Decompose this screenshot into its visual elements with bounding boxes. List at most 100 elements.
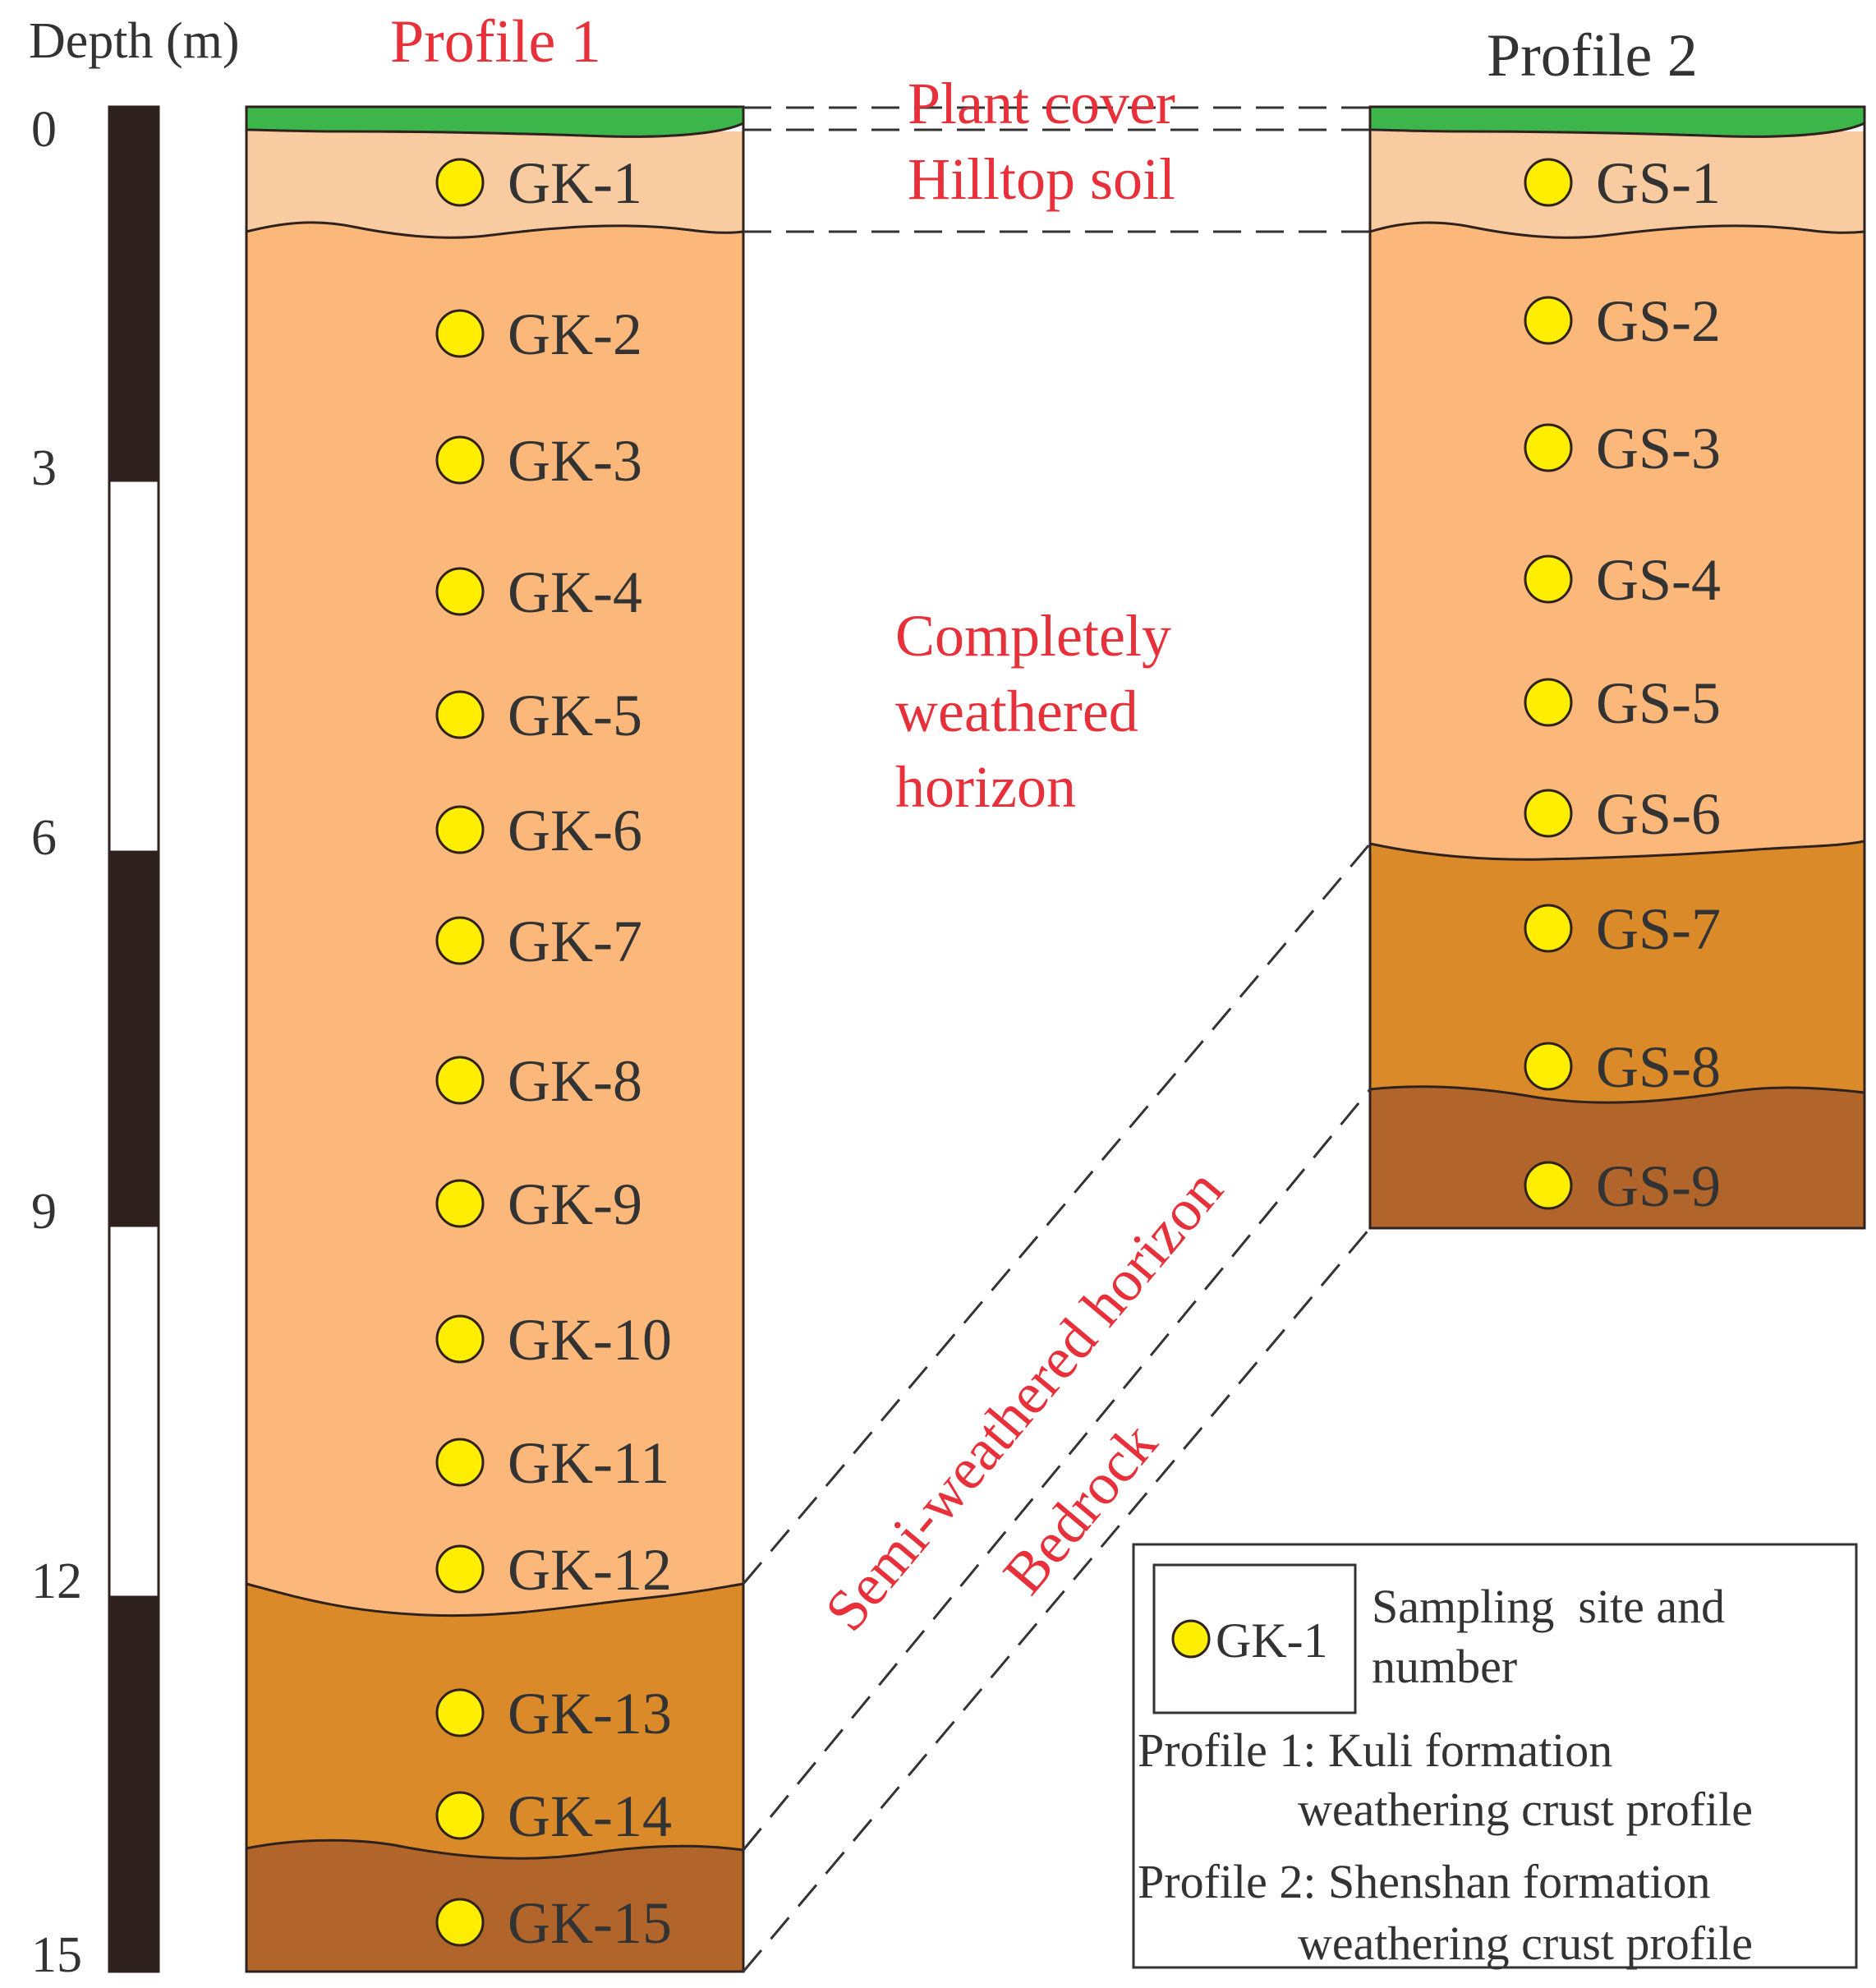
p1-sample-label-10: GK-10 [508,1307,672,1373]
p2-plant-cover-layer [1370,107,1865,137]
profile2-column: GS-1GS-2GS-3GS-4GS-5GS-6GS-7GS-8GS-9 [1368,105,1866,1230]
p2-semi-weathered-layer [1370,841,1865,1103]
corr-line-bottom [742,1227,1372,1972]
depth-tick-15: 15 [31,1927,82,1983]
p1-boundary-semi-bedrock [246,1838,744,1860]
corr-line-semi-top [742,843,1372,1585]
p1-sample-dot-7 [435,916,485,965]
p1-plant-cover-layer [246,107,743,137]
depth-tick-0: 0 [31,102,57,158]
p1-sample-dot-13 [435,1688,485,1737]
p1-boundary-weathered-semi [246,1582,744,1618]
p2-boundary-soil-weathered [1369,221,1865,239]
p1-sample-dot-5 [435,690,485,739]
legend-profile1-desc-2: weathering crust profile [1298,1783,1753,1836]
p2-sample-label-2: GS-2 [1596,288,1721,354]
p2-boundary-weathered-semi [1369,840,1865,861]
p2-sample-dot-1 [1524,158,1573,207]
profile1-title: Profile 1 [390,8,601,76]
p2-completely-weathered-layer [1370,222,1865,860]
p2-sample-label-1: GS-1 [1596,150,1721,216]
scale-segment-6-9 [109,852,159,1226]
p2-sample-label-8: GS-8 [1596,1034,1721,1100]
p2-sample-label-9: GS-9 [1596,1153,1721,1219]
p1-sample-dot-4 [435,567,485,616]
p1-sample-dot-10 [435,1314,485,1364]
p1-sample-label-9: GK-9 [508,1171,642,1237]
p2-sample-dot-9 [1524,1161,1573,1210]
depth-tick-9: 9 [31,1184,57,1240]
depth-tick-12: 12 [31,1553,82,1609]
p1-sample-label-8: GK-8 [508,1048,642,1114]
p2-sample-dot-8 [1524,1042,1573,1091]
p2-sample-label-7: GS-7 [1596,896,1721,962]
p1-sample-dot-2 [435,309,485,358]
p1-sample-dot-11 [435,1438,485,1487]
depth-axis-title: Depth (m) [29,13,240,69]
p2-sample-dot-3 [1524,423,1573,472]
p1-sample-label-12: GK-12 [508,1537,672,1603]
p1-column-outline [245,105,745,1973]
p1-semi-weathered-layer [246,1584,743,1859]
p2-sample-dot-4 [1524,555,1573,604]
p1-sample-label-6: GK-6 [508,798,642,863]
label-completely-weathered-3: horizon [895,754,1076,820]
p1-sample-label-15: GK-15 [508,1890,672,1956]
p1-sample-label-3: GK-3 [508,428,642,494]
legend: GK-1 Sampling site and number Profile 1:… [1132,1543,1858,1970]
p2-bedrock-layer [1370,1086,1865,1228]
p1-sample-dot-9 [435,1179,485,1228]
p1-sample-label-14: GK-14 [508,1783,672,1849]
p1-sample-dot-1 [435,158,485,207]
label-hilltop-soil: Hilltop soil [908,146,1175,212]
p2-hilltop-soil-layer [1370,131,1865,238]
correlation-lines [742,106,1372,1972]
p2-sample-label-3: GS-3 [1596,416,1721,481]
p2-sample-dot-6 [1524,789,1573,838]
p1-sample-dot-14 [435,1791,485,1840]
p1-sample-label-2: GK-2 [508,301,642,367]
p2-sample-dot-5 [1524,678,1573,727]
p1-sample-dot-15 [435,1898,485,1947]
p2-sample-label-4: GS-4 [1596,547,1721,613]
p1-sample-label-13: GK-13 [508,1681,672,1746]
p2-sample-label-6: GS-6 [1596,781,1721,847]
scale-segment-12-15 [109,1597,159,1972]
p2-boundary-plant-soil [1369,122,1865,138]
p1-boundary-soil-weathered [246,221,744,239]
p1-completely-weathered-layer [246,222,743,1616]
p1-sample-dot-12 [435,1544,485,1594]
depth-tick-6: 6 [31,810,57,866]
p1-sample-label-5: GK-5 [508,683,642,748]
legend-profile1-desc-1: Profile 1: Kuli formation [1138,1723,1612,1777]
legend-profile2-desc-1: Profile 2: Shenshan formation [1138,1855,1711,1908]
p1-sample-label-4: GK-4 [508,559,642,625]
p2-column-outline [1368,105,1866,1230]
p1-hilltop-soil-layer [246,131,743,238]
scale-segment-9-12 [108,1224,160,1599]
depth-scale-bar [108,105,160,1973]
p2-sample-dot-7 [1524,904,1573,953]
profile2-samples: GS-1GS-2GS-3GS-4GS-5GS-6GS-7GS-8GS-9 [1524,150,1721,1219]
legend-sample-dot [1171,1619,1211,1659]
p1-sample-label-1: GK-1 [508,150,642,216]
profile1-samples: GK-1GK-2GK-3GK-4GK-5GK-6GK-7GK-8GK-9GK-1… [435,150,672,1956]
profile2-title: Profile 2 [1487,22,1698,90]
p1-bedrock-layer [246,1840,743,1972]
p1-sample-dot-3 [435,435,485,485]
scale-bar-outline [108,105,160,1973]
p1-sample-dot-8 [435,1056,485,1105]
legend-sample-desc-2: number [1372,1640,1517,1693]
profile1-column: GK-1GK-2GK-3GK-4GK-5GK-6GK-7GK-8GK-9GK-1… [245,105,745,1973]
p1-sample-label-7: GK-7 [508,909,642,974]
p2-boundary-semi-bedrock [1369,1085,1865,1104]
p2-sample-dot-2 [1524,296,1573,345]
depth-tick-3: 3 [31,440,57,496]
legend-sample-desc-1: Sampling site and [1372,1580,1725,1633]
scale-segment-0-3 [109,107,159,481]
label-completely-weathered-1: Completely [895,603,1171,669]
scale-segment-3-6 [108,479,160,854]
p2-sample-label-5: GS-5 [1596,670,1721,736]
